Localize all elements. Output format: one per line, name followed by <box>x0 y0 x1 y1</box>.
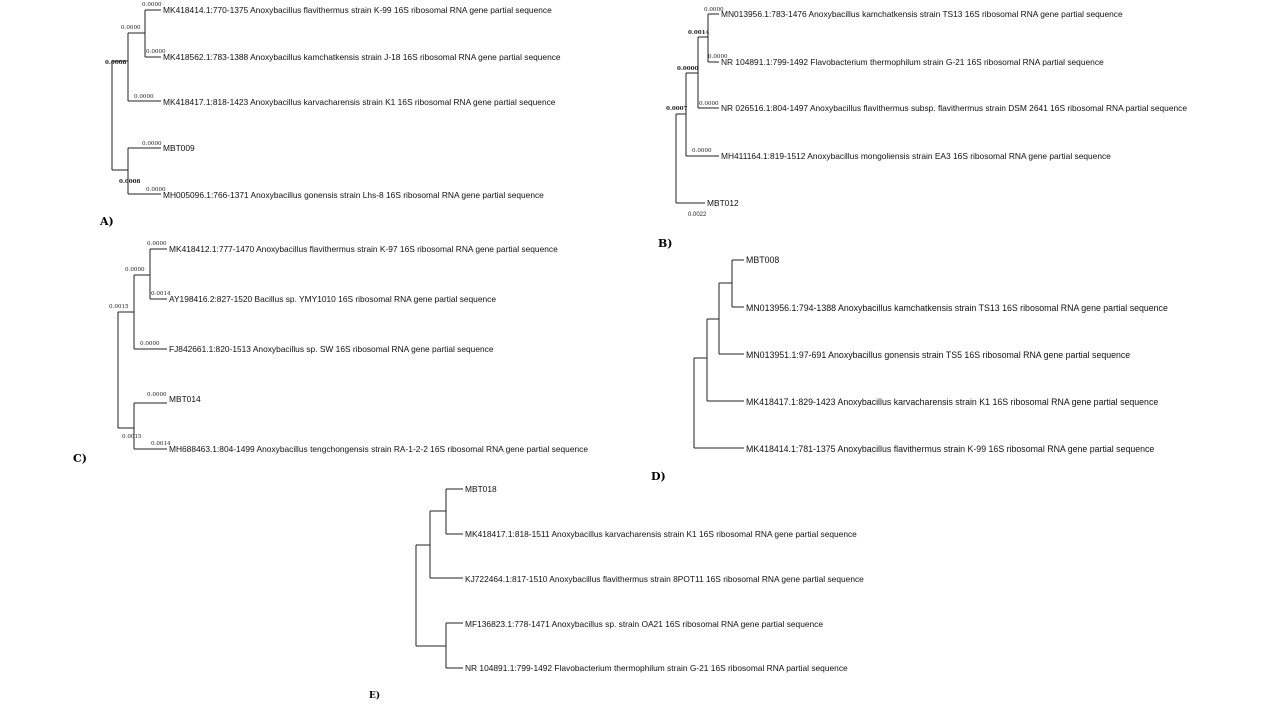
panel-d-letter: D) <box>651 470 666 483</box>
panel-a-branch-length: 0.0000 <box>142 141 162 147</box>
panel-e-taxon-label: NR 104891.1:799-1492 Flavobacterium ther… <box>465 663 848 673</box>
panel-c-branch-length: 0.0000 <box>147 392 167 398</box>
panel-a-taxon-label: MK418562.1:783-1388 Anoxybacillus kamcha… <box>163 52 561 62</box>
panel-d-taxon-label: MBT008 <box>746 255 779 265</box>
panel-b-branch-length: 0.0000 <box>708 54 728 60</box>
panel-c-branch-length: 0.0000 <box>125 267 145 273</box>
panel-c-taxon-label: MH688463.1:804-1499 Anoxybacillus tengch… <box>169 444 588 454</box>
panel-a-branch-length: 0.0000 <box>121 25 141 31</box>
panel-a-taxon-label: MK418414.1:770-1375 Anoxybacillus flavit… <box>163 5 552 15</box>
panel-b-branch-length: 0.0000 <box>677 66 699 72</box>
panel-b-scale-value: 0.0022 <box>688 212 707 218</box>
panel-c-taxon-label: MBT014 <box>169 394 201 404</box>
panel-e-taxon-label: MF136823.1:778-1471 Anoxybacillus sp. st… <box>465 619 823 629</box>
panel-a-branch-length: 0.0000 <box>146 187 166 193</box>
panel-c-branch-length: 0.0000 <box>140 341 160 347</box>
panel-c-taxon-label: AY198416.2:827-1520 Bacillus sp. YMY1010… <box>169 294 496 304</box>
panel-a-taxon-label: MBT009 <box>163 143 195 153</box>
panel-b-taxon-label: MBT012 <box>707 198 739 208</box>
panel-a-taxon-label: MH005096.1:766-1371 Anoxybacillus gonens… <box>163 190 544 200</box>
panel-b-taxon-label: MN013956.1:783-1476 Anoxybacillus kamcha… <box>721 9 1123 19</box>
panel-c-branch-length: 0.0014 <box>151 441 171 447</box>
panel-c-taxon-label: FJ842661.1:820-1513 Anoxybacillus sp. SW… <box>169 344 494 354</box>
panel-c-taxon-label: MK418412.1:777-1470 Anoxybacillus flavit… <box>169 244 558 254</box>
panel-a-taxon-label: MK418417.1:818-1423 Anoxybacillus karvac… <box>163 97 556 107</box>
panel-a-branch-length: 0.0000 <box>146 49 166 55</box>
panel-b-tree: 0.0000 0.0014 0.0000 0.0000 0.0000 0.000… <box>666 7 1187 218</box>
panel-b-taxon-label: MH411164.1:819-1512 Anoxybacillus mongol… <box>721 151 1111 161</box>
panel-b-branch-length: 0.0000 <box>699 101 719 107</box>
panel-d-taxon-label: MN013956.1:794-1388 Anoxybacillus kamcha… <box>746 303 1168 313</box>
panel-b-branch-length: 0.0007 <box>666 106 688 112</box>
panel-c-branch-length: 0.0014 <box>151 291 171 297</box>
panel-a-branch-length: 0.0008 <box>105 60 127 66</box>
panel-c-branch-length: 0.0000 <box>147 241 167 247</box>
panel-d-taxon-label: MN013951.1:97-691 Anoxybacillus gonensis… <box>746 350 1130 360</box>
panel-b-branch-length: 0.0000 <box>692 148 712 154</box>
panel-d-taxon-label: MK418414.1:781-1375 Anoxybacillus flavit… <box>746 444 1154 454</box>
panel-b-taxon-label: NR 104891.1:799-1492 Flavobacterium ther… <box>721 57 1104 67</box>
panel-e-taxon-label: MK418417.1:818-1511 Anoxybacillus karvac… <box>465 529 857 539</box>
panel-c-letter: C) <box>73 452 87 465</box>
panel-c-branch-length: 0.0015 <box>122 434 142 440</box>
panel-e-tree: MBT018 MK418417.1:818-1511 Anoxybacillus… <box>415 484 864 673</box>
panel-b-letter: B) <box>658 237 673 250</box>
panel-a-branch-length: 0.0000 <box>134 94 154 100</box>
panel-a-letter: A) <box>99 215 114 228</box>
panel-b-branch-length: 0.0014 <box>688 30 710 36</box>
panel-d-tree: MBT008 MN013956.1:794-1388 Anoxybacillus… <box>693 255 1168 454</box>
panel-a-branch-length: 0.0008 <box>119 179 141 185</box>
panel-e-taxon-label: MBT018 <box>465 484 497 494</box>
panel-b-branch-length: 0.0000 <box>704 7 724 13</box>
panel-d-taxon-label: MK418417.1:829-1423 Anoxybacillus karvac… <box>746 397 1158 407</box>
panel-c-tree: 0.0000 0.0014 0.0000 0.0000 0.0015 0.000… <box>109 241 588 454</box>
panel-c-branch-length: 0.0015 <box>109 304 129 310</box>
panel-e-letter: E) <box>369 690 380 701</box>
panel-a-branch-length: 0.0000 <box>142 2 162 8</box>
panel-e-taxon-label: KJ722464.1:817-1510 Anoxybacillus flavit… <box>465 574 864 584</box>
panel-b-taxon-label: NR 026516.1:804-1497 Anoxybacillus flavi… <box>721 103 1187 113</box>
panel-a-tree: 0.0000 0.0000 0.0000 0.0000 0.0000 0.000… <box>105 2 561 200</box>
